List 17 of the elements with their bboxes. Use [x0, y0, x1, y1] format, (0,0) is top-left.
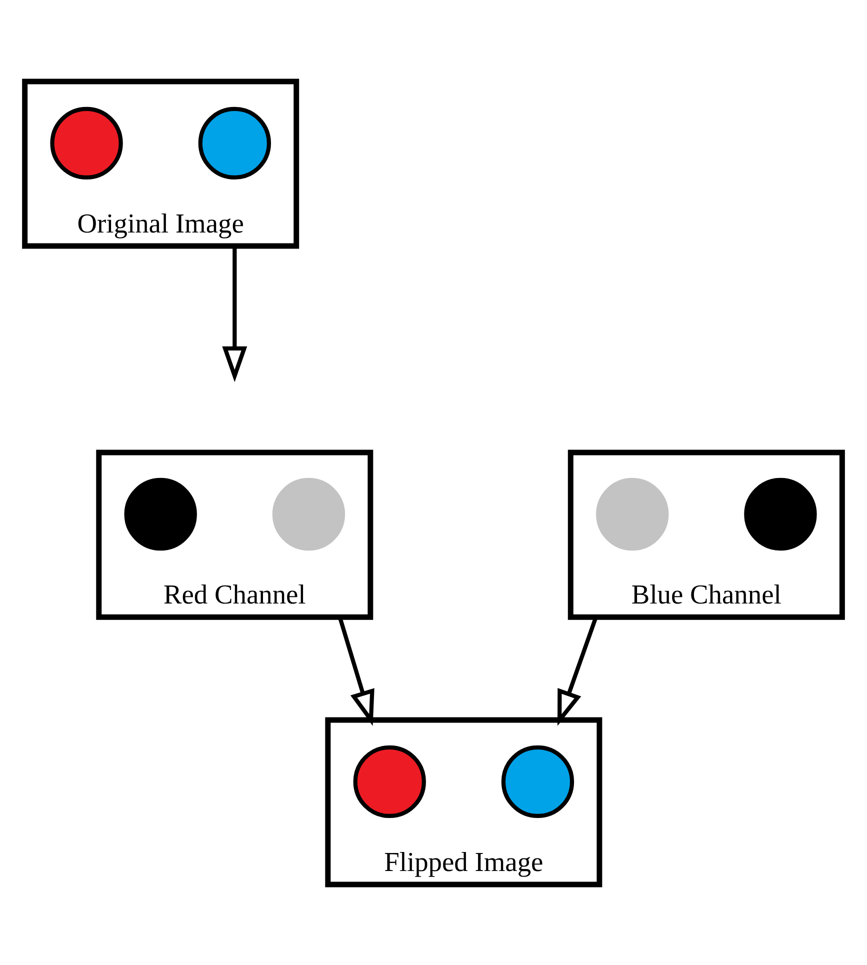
node-circle [744, 477, 817, 550]
node-label: Flipped Image [384, 846, 544, 876]
node-label: Original Image [77, 208, 244, 238]
node-circle [596, 477, 669, 550]
node-circle [501, 744, 574, 818]
node-circle [272, 477, 346, 550]
node-label: Blue Channel [631, 578, 782, 609]
node-circle [124, 477, 197, 550]
node-circle [50, 106, 123, 180]
arrow [222, 246, 248, 382]
cluster [325, 716, 602, 887]
cluster [96, 449, 374, 620]
cluster [22, 78, 300, 248]
node-circle [353, 744, 426, 818]
cluster [568, 449, 845, 620]
node-label: Red Channel [163, 578, 306, 609]
node-circle [198, 106, 271, 180]
